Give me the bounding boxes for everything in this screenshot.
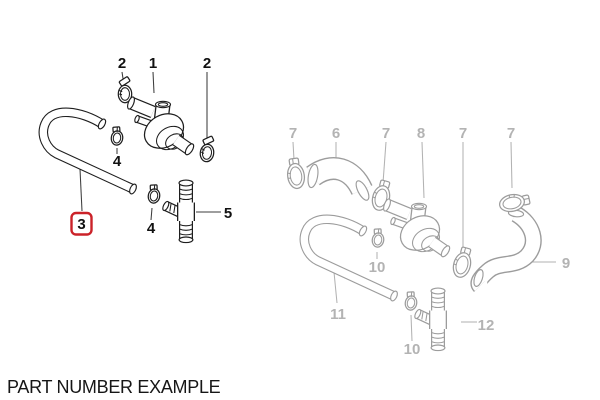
part-callout[interactable]: 12 [478, 317, 495, 334]
active-assembly-art [43, 71, 221, 243]
part-callout[interactable]: 10 [404, 341, 421, 358]
part-callout[interactable]: 2 [118, 55, 126, 72]
active-labels: 2 1 2 4 4 5 3 [70, 55, 232, 237]
ghost-small-clamp [370, 227, 387, 249]
part-callout[interactable]: 7 [289, 125, 297, 142]
ghost-leader-lines [292, 141, 556, 342]
part-callout[interactable]: 11 [330, 306, 346, 323]
part-callout[interactable]: 6 [332, 125, 340, 142]
ghost-assembly-art [284, 141, 556, 351]
caption: PART NUMBER EXAMPLE [7, 377, 221, 397]
small-clamp-part-4 [109, 125, 125, 147]
t-connector-part-5 [162, 180, 193, 243]
part-callout[interactable]: 2 [203, 55, 211, 72]
ghost-elbow-hose [306, 157, 373, 201]
part-callout[interactable]: 7 [382, 125, 390, 142]
valve-part-1 [126, 96, 195, 156]
part-callout[interactable]: 4 [113, 153, 122, 170]
part-callout[interactable]: 9 [562, 255, 570, 272]
part-callout[interactable]: 5 [224, 205, 232, 222]
part-callout[interactable]: 1 [149, 55, 157, 72]
ghost-small-clamp [403, 290, 420, 312]
part-callout[interactable]: 10 [369, 259, 386, 276]
part-callout[interactable]: 7 [507, 125, 515, 142]
part-callout[interactable]: 8 [417, 125, 425, 142]
highlighted-part-callout[interactable]: 3 [70, 211, 93, 236]
ghost-band-clamp [497, 190, 532, 215]
part-callout[interactable]: 4 [147, 220, 156, 237]
part-callout[interactable]: 7 [459, 125, 467, 142]
ghost-band-clamp [450, 245, 476, 280]
j-hose-part-3 [43, 112, 137, 195]
ghost-valve [382, 198, 451, 258]
ghost-band-clamp [284, 156, 307, 191]
ghost-labels: 7 6 7 8 7 7 10 9 11 10 12 [289, 125, 570, 358]
part-callout-highlighted[interactable]: 3 [77, 216, 85, 233]
worm-clamp-part-2 [198, 134, 217, 164]
highlight-box [70, 211, 93, 236]
ghost-s-hose [470, 206, 542, 293]
small-clamp-part-4 [146, 183, 163, 205]
